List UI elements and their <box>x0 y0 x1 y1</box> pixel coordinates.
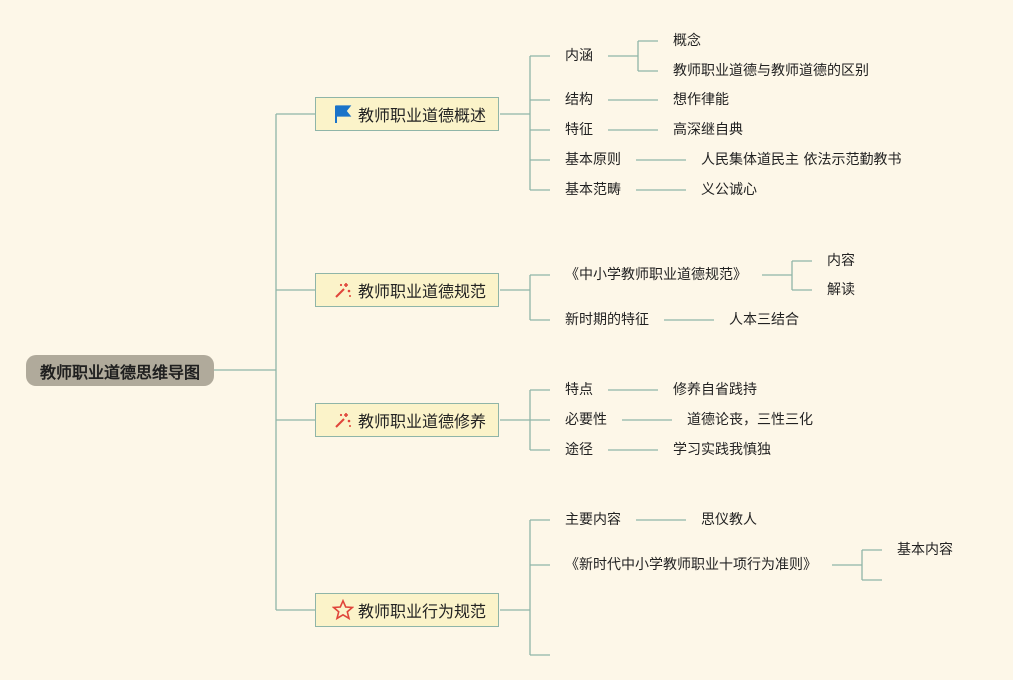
item-label[interactable]: 基本原则 <box>565 152 621 168</box>
child-label[interactable]: 人本三结合 <box>729 312 799 328</box>
sparkle-icon <box>332 409 354 431</box>
root-node[interactable]: 教师职业道德思维导图 <box>26 355 214 386</box>
child-label[interactable]: 道德论丧，三性三化 <box>687 412 813 428</box>
child-label[interactable]: 学习实践我慎独 <box>673 442 771 458</box>
item-label[interactable]: 特点 <box>565 382 593 398</box>
branch-label: 教师职业道德概述 <box>358 106 487 125</box>
branch-node-overview[interactable]: 教师职业道德概述 <box>315 97 499 131</box>
star-outline-icon <box>332 599 354 621</box>
child-label[interactable]: 高深继自典 <box>673 122 743 138</box>
item-label[interactable]: 内涵 <box>565 48 593 64</box>
branch-node-conduct[interactable]: 教师职业行为规范 <box>315 593 499 627</box>
child-label[interactable]: 人民集体道民主 依法示范勤教书 <box>701 152 902 168</box>
child-label[interactable]: 修养自省践持 <box>673 382 757 398</box>
branch-label: 教师职业道德修养 <box>358 412 487 431</box>
child-label[interactable]: 内容 <box>827 253 855 269</box>
child-label[interactable]: 概念 <box>673 33 701 49</box>
sparkle-icon <box>332 279 354 301</box>
branch-label: 教师职业道德规范 <box>358 282 487 301</box>
item-label[interactable]: 《中小学教师职业道德规范》 <box>565 267 747 283</box>
child-label[interactable]: 解读 <box>827 282 855 298</box>
branch-node-norms[interactable]: 教师职业道德规范 <box>315 273 499 307</box>
child-label[interactable]: 思仪教人 <box>701 512 757 528</box>
blue-flag-icon <box>332 103 354 125</box>
child-label[interactable]: 教师职业道德与教师道德的区别 <box>673 63 869 79</box>
item-label[interactable]: 结构 <box>565 92 593 108</box>
item-label[interactable]: 途径 <box>565 442 593 458</box>
item-label[interactable]: 新时期的特征 <box>565 312 649 328</box>
branch-label: 教师职业行为规范 <box>358 602 487 621</box>
branch-node-cultivation[interactable]: 教师职业道德修养 <box>315 403 499 437</box>
item-label[interactable]: 主要内容 <box>565 512 621 528</box>
item-label[interactable]: 特征 <box>565 122 593 138</box>
root-label: 教师职业道德思维导图 <box>39 362 200 382</box>
child-label[interactable]: 想作律能 <box>673 92 729 108</box>
item-label[interactable]: 基本范畴 <box>565 182 621 198</box>
item-label[interactable]: 《新时代中小学教师职业十项行为准则》 <box>565 557 817 573</box>
child-label[interactable]: 基本内容 <box>897 542 953 558</box>
item-label[interactable]: 必要性 <box>565 412 607 428</box>
child-label[interactable]: 义公诚心 <box>701 182 757 198</box>
